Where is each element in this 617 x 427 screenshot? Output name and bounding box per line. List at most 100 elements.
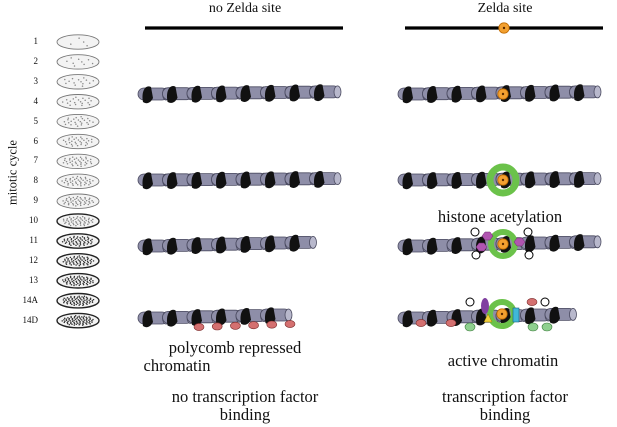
embryo-nucleus-dot — [77, 78, 80, 81]
embryo-nucleus-dot — [68, 159, 71, 161]
embryo-nucleus-dot — [85, 141, 87, 144]
embryo-nucleus-dot — [66, 219, 68, 221]
embryo-nucleus-dot — [79, 241, 82, 243]
embryo-nucleus-dot — [71, 156, 74, 158]
embryo-nucleus-dot — [66, 102, 69, 104]
linker-wrap — [402, 238, 413, 256]
embryo-nucleus-dot — [84, 161, 87, 163]
linker-wrap — [524, 307, 536, 325]
embryo-nucleus-dot — [67, 316, 69, 319]
linker-wrap — [240, 171, 251, 189]
embryo-nucleus-dot — [89, 300, 91, 303]
cycle-label-3: 3 — [33, 75, 39, 86]
embryo-nucleus-dot — [84, 202, 87, 204]
embryo-nucleus-dot — [75, 283, 77, 286]
embryo-nucleus-dot — [72, 164, 74, 167]
linker-wrap — [166, 237, 178, 255]
zelda-site-row-3 — [497, 238, 509, 250]
embryo-nucleus-dot — [81, 239, 84, 241]
embryo-nucleus-dot — [77, 259, 80, 261]
embryo-nucleus-dot — [67, 259, 69, 261]
embryo-nucleus-dot — [70, 143, 73, 146]
linker-wrap — [166, 86, 178, 103]
embryo-nucleus-dot — [64, 320, 66, 323]
histone-tail-mark-row4-1 — [465, 297, 475, 307]
linker-wrap — [191, 171, 202, 189]
no-tf-binding-label-line-1: no transcription factor — [171, 387, 319, 406]
embryo-nucleus-dot — [64, 78, 66, 81]
embryo-nucleus-dot — [81, 316, 83, 318]
linker-wrap — [191, 309, 202, 326]
embryo-nucleus-dot — [61, 180, 63, 182]
embryo-nucleus-dot — [92, 180, 94, 182]
embryo-nucleus-dot — [79, 278, 82, 280]
embryo-nucleus-dot — [83, 257, 85, 259]
embryo-nucleus-dot — [73, 158, 76, 161]
embryo-nucleus-dot — [67, 200, 69, 203]
embryo-nucleus-dot — [75, 197, 78, 200]
embryo-nucleus-dot — [73, 138, 75, 141]
tf-cyan — [512, 307, 520, 323]
embryo-nucleus-dot — [75, 116, 77, 119]
embryo-nucleus-dot — [81, 102, 83, 105]
embryo-nucleus-dot — [89, 182, 92, 184]
polycomb-mark-3 — [230, 321, 241, 330]
embryo-nucleus-dot — [62, 200, 64, 202]
embryo-nucleus-dot — [80, 201, 82, 204]
embryo-nucleus-dot — [76, 317, 78, 320]
embryo-nucleus-dot — [68, 317, 71, 320]
embryo-nucleus-dot — [74, 181, 77, 183]
embryo-nucleus-dot — [89, 180, 91, 183]
embryo-nucleus-dot — [81, 215, 84, 218]
embryo-12 — [56, 252, 100, 269]
histone-tail-mark-3 — [524, 250, 534, 260]
embryo-nucleus-dot — [86, 301, 89, 303]
linker-wrap — [524, 171, 536, 189]
embryo-nucleus-dot — [62, 260, 65, 263]
embryo-nucleus-dot — [61, 101, 64, 103]
embryo-nucleus-dot — [91, 241, 93, 243]
embryo-nucleus-dot — [70, 217, 72, 220]
embryo-nucleus-dot — [79, 317, 81, 319]
embryo-nucleus-dot — [90, 258, 93, 261]
embryo-nucleus-dot — [83, 63, 85, 66]
linker-wrap — [426, 309, 438, 327]
embryo-nucleus-dot — [67, 119, 69, 121]
polycomb-mark-4 — [248, 321, 259, 330]
embryo-nucleus-dot — [86, 276, 88, 278]
embryo-nucleus-dot — [79, 242, 82, 244]
embryo-nucleus-dot — [68, 319, 70, 321]
embryo-nucleus-dot — [69, 281, 72, 284]
embryo-nucleus-dot — [71, 180, 74, 182]
embryo-nucleus-dot — [67, 257, 69, 260]
embryo-nucleus-dot — [68, 137, 70, 140]
embryo-nucleus-dot — [85, 219, 87, 222]
nucleosome — [446, 309, 479, 326]
embryo-nucleus-dot — [92, 79, 95, 82]
embryo-nucleus-dot — [65, 318, 68, 320]
embryo-nucleus-dot — [78, 240, 81, 242]
embryo-outline — [56, 74, 100, 90]
acetyl-mark-1 — [481, 231, 494, 241]
embryo-nucleus-dot — [70, 244, 72, 246]
embryo-nucleus-dot — [82, 262, 85, 265]
embryo-nucleus-dot — [79, 140, 81, 143]
embryo-nucleus-dot — [80, 181, 82, 184]
tf-yellow — [483, 313, 493, 323]
embryo-nucleus-dot — [88, 82, 91, 84]
linker-wrap — [264, 84, 276, 102]
embryo-nucleus-dot — [73, 302, 76, 305]
embryo-nucleus-dot — [66, 303, 69, 305]
embryo-nucleus-dot — [67, 220, 70, 223]
embryo-nucleus-dot — [75, 123, 77, 125]
embryo-nucleus-dot — [73, 276, 75, 279]
tf-green-1 — [464, 322, 476, 332]
embryo-nucleus-dot — [77, 219, 80, 221]
embryo-nucleus-dot — [84, 259, 87, 262]
polycomb-label-line-2: chromatin — [143, 356, 211, 375]
embryo-nucleus-dot — [67, 184, 69, 186]
embryo-nucleus-dot — [80, 81, 82, 83]
embryo-nucleus-dot — [73, 235, 75, 238]
zelda-center — [501, 242, 505, 246]
